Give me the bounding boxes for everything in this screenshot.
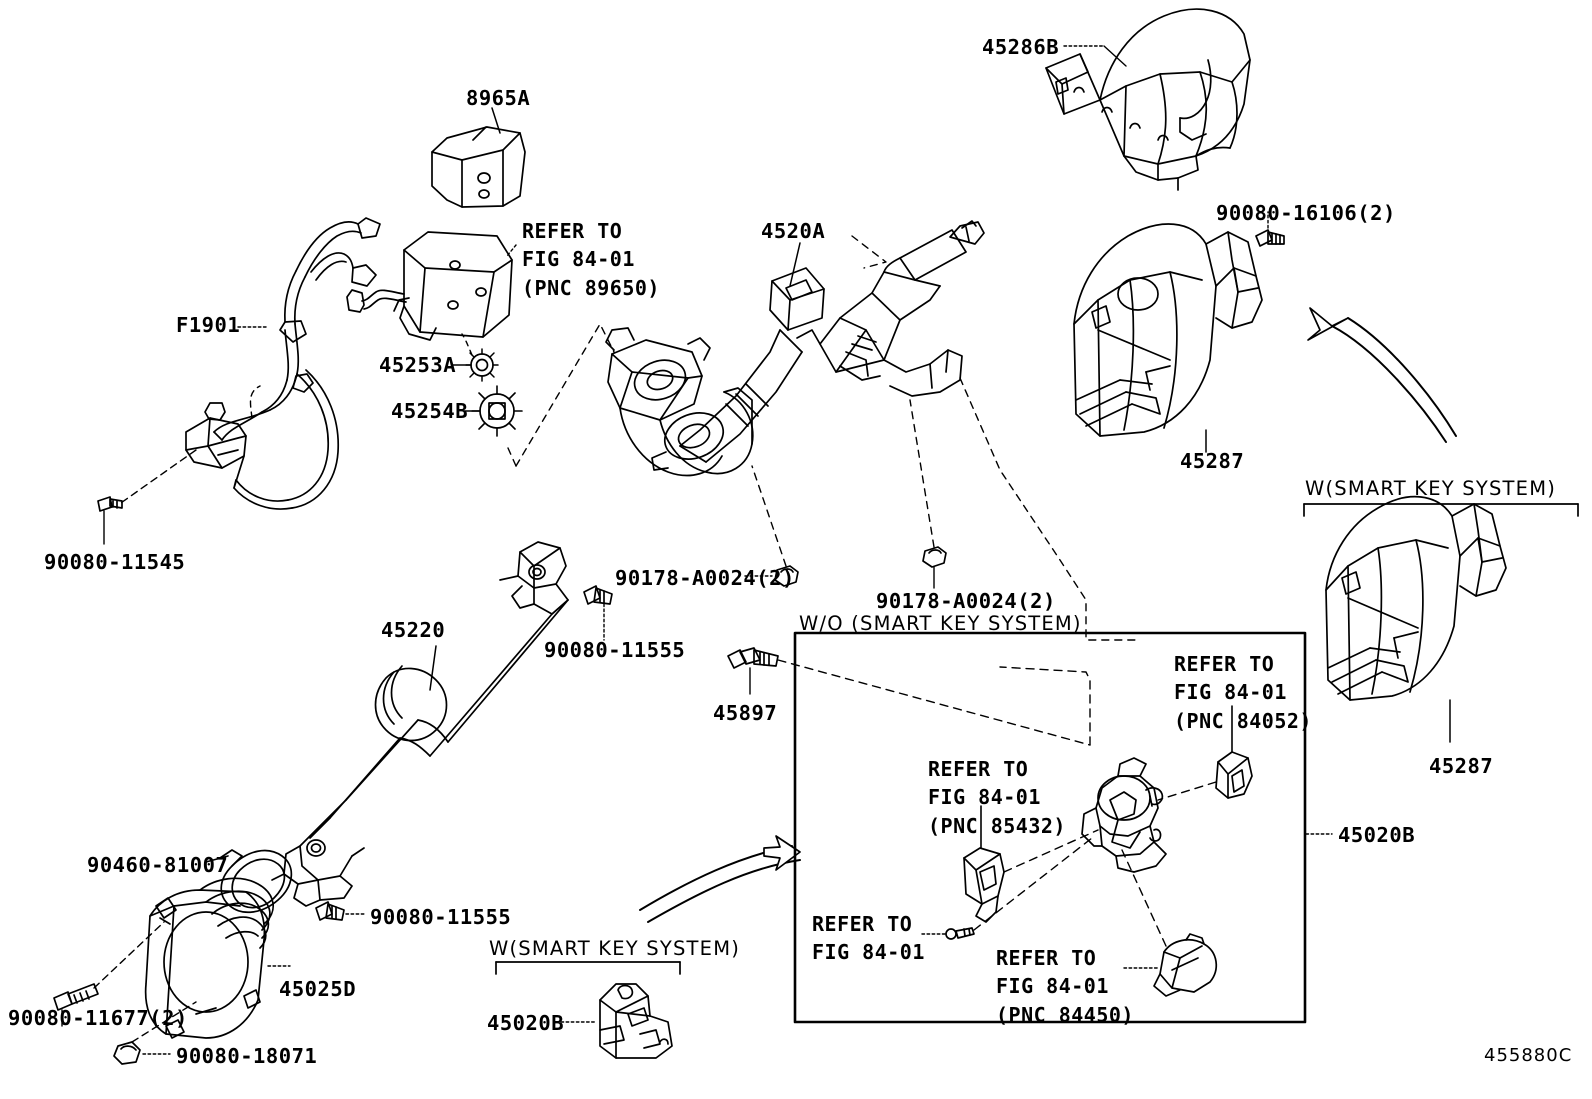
- part-45220-shaft-shape: [271, 541, 569, 907]
- part-45286b-cover-shape: [1045, 8, 1251, 191]
- label-w-smart-key-right: W(SMART KEY SYSTEM): [1305, 477, 1557, 500]
- part-8965a-shape: [431, 126, 526, 208]
- nut-90080-18071-shape: [113, 1041, 141, 1065]
- inset-connector-84052-shape: [1215, 751, 1253, 799]
- bracket-w-smart-key-bottom: [495, 961, 681, 975]
- bracket-w-smart-key-right: [1303, 503, 1579, 517]
- inset-key-pin-shape: [945, 927, 975, 940]
- label-refer-89650: REFER TO FIG 84-01 (PNC 89650): [522, 219, 660, 300]
- label-8965a: 8965A: [466, 86, 531, 110]
- label-45220: 45220: [381, 618, 446, 642]
- part-90460-81007-shape: [219, 849, 293, 914]
- label-45286b: 45286B: [982, 35, 1060, 59]
- bolt-90080-11545-shape: [97, 496, 123, 512]
- part-4520a-column-shape: [605, 220, 985, 477]
- label-4520a: 4520A: [761, 219, 826, 243]
- label-bolt-90080-11555-upper: 90080-11555: [544, 638, 686, 662]
- part-45287-upper-shape: [1073, 223, 1263, 437]
- nut-90178-a0024-right-shape: [922, 546, 947, 568]
- label-45020b-right: 45020B: [1338, 823, 1416, 847]
- label-45287-upper: 45287: [1180, 449, 1245, 473]
- part-45020b-bottom-shape: [599, 983, 673, 1059]
- label-bolt-90080-11677: 90080-11677(2): [8, 1006, 188, 1030]
- bolt-90080-11677-shape: [53, 983, 99, 1011]
- label-nut-90178-a0024-left: 90178-A0024(2): [615, 566, 795, 590]
- label-45025d: 45025D: [279, 977, 357, 1001]
- label-45254b: 45254B: [391, 399, 469, 423]
- label-nut-90178-a0024-right: 90178-A0024(2): [876, 589, 1056, 613]
- bolt-90080-11555-upper-shape: [583, 585, 613, 605]
- label-inset-title-wo-smart-key: W/O (SMART KEY SYSTEM): [799, 612, 1082, 635]
- part-45025d-shape: [144, 877, 274, 1039]
- label-refer-plain: REFER TO FIG 84-01: [812, 912, 925, 965]
- nut-90178-a0024-left-shape: [774, 565, 799, 587]
- label-refer-84052: REFER TO FIG 84-01 (PNC 84052): [1174, 652, 1312, 733]
- label-bolt-90080-11555-lower: 90080-11555: [370, 905, 512, 929]
- inset-transponder-84450-shape: [1153, 933, 1218, 997]
- part-45287-lower-shape: [1325, 495, 1507, 701]
- label-w-smart-key-bottom: W(SMART KEY SYSTEM): [489, 937, 741, 960]
- bolt-90080-11555-lower-shape: [315, 901, 345, 921]
- label-45253a: 45253A: [379, 353, 457, 377]
- label-refer-85432: REFER TO FIG 84-01 (PNC 85432): [928, 757, 1066, 838]
- part-f1901-harness-shape: [185, 217, 381, 510]
- inset-connector-85432-shape: [963, 847, 1005, 923]
- label-45287-lower: 45287: [1429, 754, 1494, 778]
- label-45020b-bottom: 45020B: [487, 1011, 565, 1035]
- label-refer-84450: REFER TO FIG 84-01 (PNC 84450): [996, 946, 1134, 1027]
- label-bolt-90080-11545: 90080-11545: [44, 550, 186, 574]
- footer-diagram-code: 455880C: [1484, 1045, 1573, 1066]
- label-clamp-90460-81007: 90460-81007: [87, 853, 229, 877]
- part-ecu-module-shape: [346, 231, 513, 341]
- bolt-90080-16106-shape: [1255, 229, 1285, 247]
- label-bolt-90080-16106: 90080-16106(2): [1216, 201, 1396, 225]
- label-f1901: F1901: [176, 313, 241, 337]
- inset-ignition-switch-shape: [1081, 757, 1167, 873]
- bolt-45897-shape: [727, 647, 779, 669]
- label-bolt-45897: 45897: [713, 701, 778, 725]
- label-nut-90080-18071: 90080-18071: [176, 1044, 318, 1068]
